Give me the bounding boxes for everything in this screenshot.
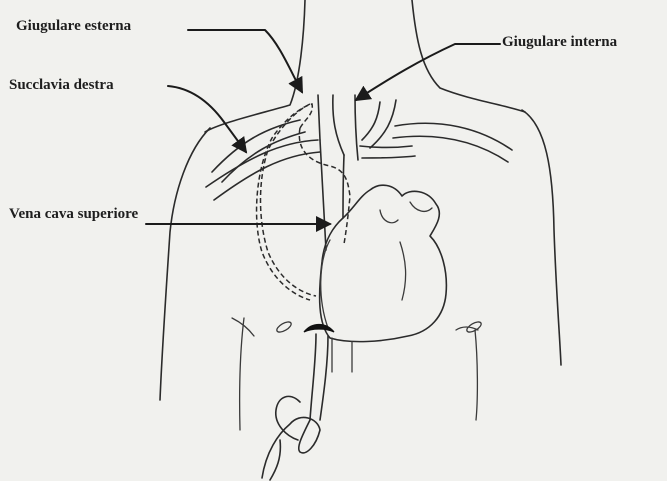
heart-outline	[320, 185, 447, 341]
catheter-tail-left	[310, 334, 316, 420]
left-arm-inner-outline	[240, 318, 244, 430]
label-right-subclavian: Succlavia destra	[9, 78, 114, 93]
body-outline	[160, 0, 561, 430]
left-jugular-outer	[362, 102, 380, 140]
neck-veins	[318, 95, 415, 160]
right-clavicle-lower	[393, 136, 508, 162]
catheter-line-outer	[257, 104, 313, 300]
internal-jugular-left-wall	[318, 95, 320, 140]
internal-jugular-right-wall	[355, 95, 358, 160]
svc-left-wall	[320, 140, 326, 250]
right-rib-mark	[465, 320, 482, 334]
heart-detail-fold-1	[380, 210, 398, 223]
label-external-jugular: Giugulare esterna	[16, 19, 131, 34]
leader-external-jugular	[188, 30, 302, 92]
inferior-vena-cava	[332, 338, 352, 372]
label-superior-vena-cava: Vena cava superiore	[9, 207, 138, 222]
sternum-notch	[304, 325, 334, 333]
right-arm-inner-outline	[475, 330, 477, 420]
internal-jugular-mid-wall	[333, 95, 344, 155]
rib-marks	[275, 320, 482, 334]
left-rib-mark	[275, 320, 292, 334]
subclavian-lower-wall	[214, 152, 320, 200]
left-clavicle-upper	[212, 120, 300, 172]
heart	[320, 185, 447, 372]
loop-outer	[262, 417, 320, 478]
label-internal-jugular: Giugulare interna	[502, 35, 617, 50]
right-shoulder-outline	[522, 110, 561, 365]
left-brachiocephalic-upper	[360, 146, 412, 148]
heart-detail-fold-3	[410, 202, 432, 211]
right-atrium-contour	[321, 240, 330, 328]
neck-left-outline	[205, 0, 305, 132]
superior-vena-cava	[320, 140, 344, 250]
svc-right-wall	[343, 155, 344, 218]
left-shoulder-outline	[160, 128, 210, 400]
catheter-tail-right	[320, 336, 328, 420]
leader-right-subclavian	[168, 86, 246, 152]
left-brachiocephalic-lower	[362, 156, 415, 158]
heart-detail-fold-2	[400, 242, 406, 300]
catheter-line-return	[261, 104, 317, 296]
catheter-entry-loop	[262, 334, 328, 480]
